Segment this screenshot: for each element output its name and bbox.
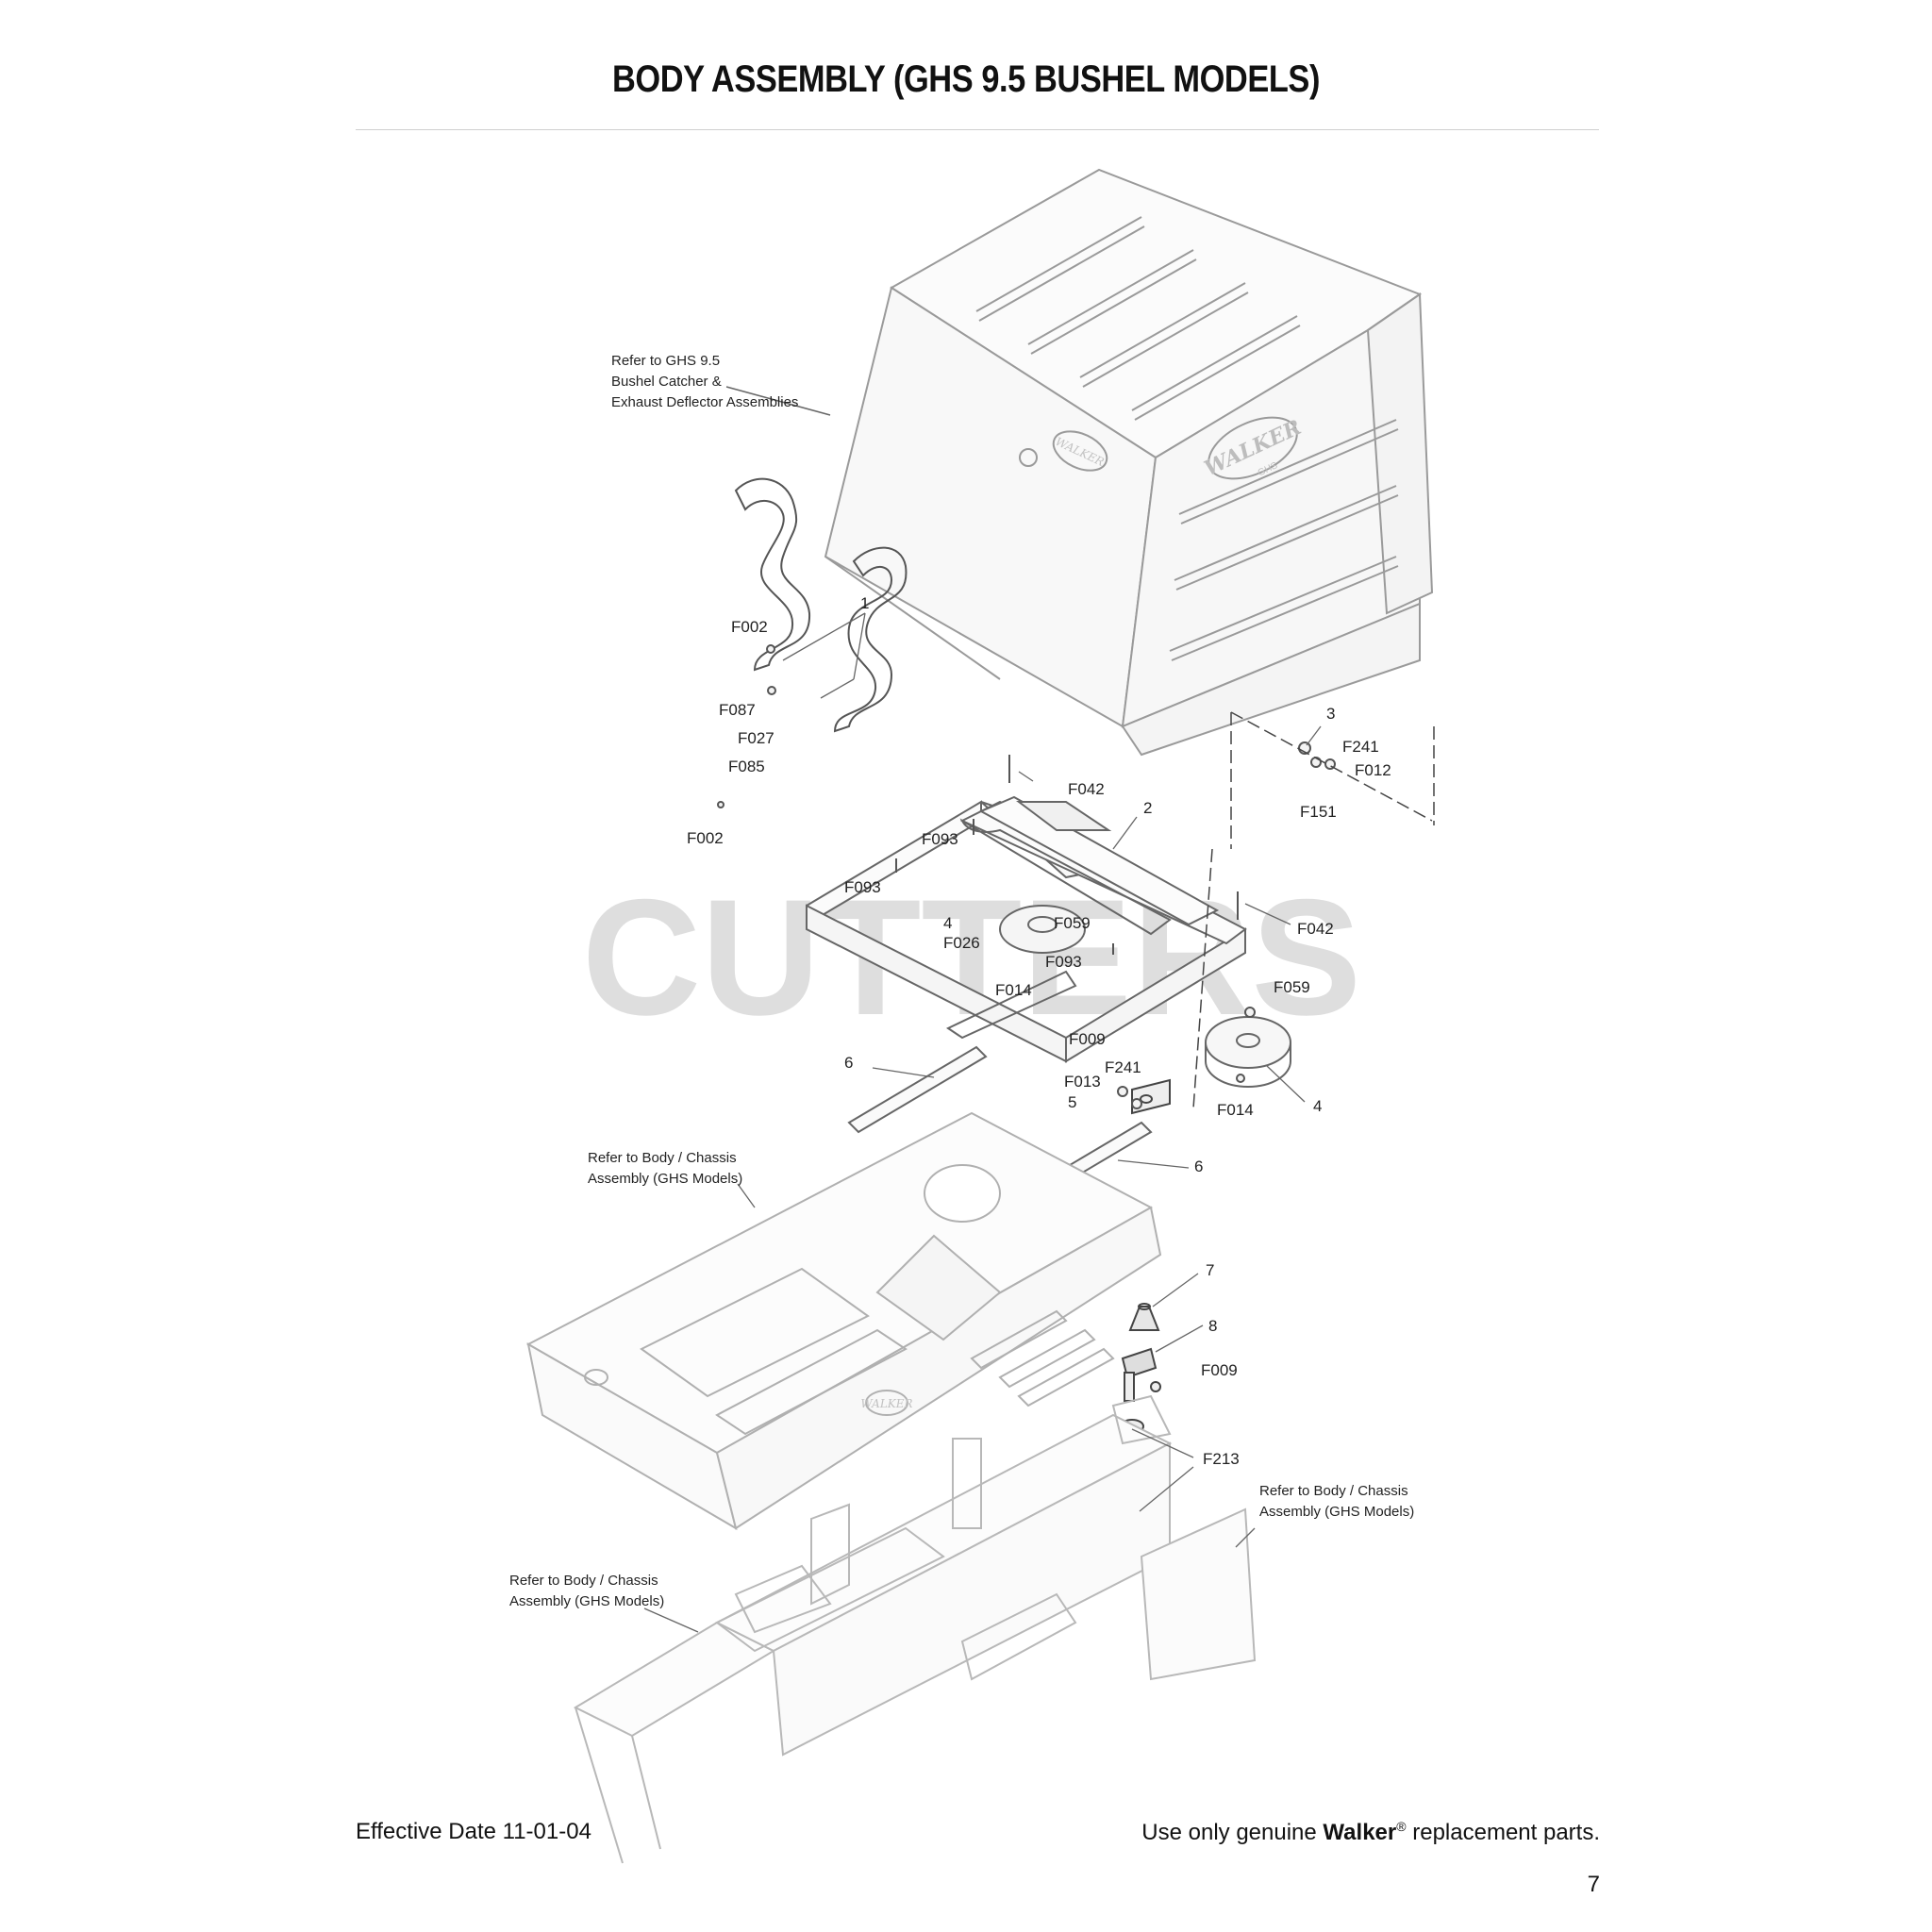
body-logo: WALKER	[860, 1397, 912, 1410]
callout-f059-left: F059	[1054, 914, 1091, 932]
reference-note-catcher: Refer to GHS 9.5 Bushel Catcher & Exhaus…	[611, 353, 798, 410]
ref-catcher-line-3: Exhaust Deflector Assemblies	[611, 394, 798, 410]
body-housing	[525, 1111, 1162, 1531]
callout-2: 2	[1143, 799, 1152, 817]
callout-7: 7	[1206, 1261, 1214, 1279]
callout-f002-bottom: F002	[687, 829, 724, 847]
callout-4-left: 4	[943, 914, 952, 932]
callout-f042-right: F042	[1297, 920, 1334, 938]
ref-body-1-line-1: Refer to Body / Chassis	[588, 1150, 737, 1166]
ref-body-2-line-1: Refer to Body / Chassis	[1259, 1483, 1408, 1499]
callout-f027: F027	[738, 729, 774, 747]
callout-f093-2: F093	[844, 878, 881, 896]
notice-registered-mark: ®	[1396, 1819, 1407, 1834]
genuine-parts-notice: Use only genuine Walker® replacement par…	[1141, 1819, 1600, 1846]
reference-note-body-2: Refer to Body / Chassis Assembly (GHS Mo…	[1259, 1483, 1414, 1520]
callout-f059-right: F059	[1274, 978, 1310, 996]
notice-suffix: replacement parts.	[1406, 1820, 1600, 1845]
callout-8: 8	[1208, 1317, 1217, 1335]
hardware-fasteners	[717, 644, 1336, 1109]
callout-f151: F151	[1300, 803, 1337, 821]
callout-4-right: 4	[1313, 1097, 1322, 1115]
callout-labels: 1 2 3 4 4 5 6 6 7 8 F002 F087 F027 F085 …	[687, 594, 1391, 1468]
callout-f014-left: F014	[995, 981, 1032, 999]
callout-6-right: 6	[1194, 1158, 1203, 1175]
bushel-catcher	[824, 168, 1434, 757]
catcher-leader-lines	[725, 386, 831, 416]
callout-f241-bottom: F241	[1105, 1058, 1141, 1076]
page-number: 7	[1587, 1872, 1600, 1897]
callout-f213: F213	[1203, 1450, 1240, 1468]
callout-f012: F012	[1355, 761, 1391, 779]
callout-f085: F085	[728, 758, 765, 775]
callout-f241-top: F241	[1342, 738, 1379, 756]
callout-f014-right: F014	[1217, 1101, 1254, 1119]
callout-f009-bottom: F009	[1201, 1361, 1238, 1379]
chassis-frame	[573, 1394, 1257, 1864]
ref-catcher-line-2: Bushel Catcher &	[611, 374, 722, 390]
callout-f002-top: F002	[731, 618, 768, 636]
callout-6-left: 6	[844, 1054, 853, 1072]
reference-note-body-1: Refer to Body / Chassis Assembly (GHS Mo…	[588, 1150, 742, 1187]
callout-f013: F013	[1064, 1073, 1101, 1091]
callout-f093-1: F093	[922, 830, 958, 848]
ref-catcher-line-1: Refer to GHS 9.5	[611, 353, 720, 369]
notice-prefix: Use only genuine	[1141, 1820, 1324, 1845]
callout-f009-top: F009	[1069, 1030, 1106, 1048]
page-title: BODY ASSEMBLY (GHS 9.5 BUSHEL MODELS)	[612, 58, 1320, 100]
callout-f087: F087	[719, 701, 756, 719]
catcher-mount-plate	[806, 795, 1247, 1063]
callout-1: 1	[860, 594, 869, 612]
notice-brand: Walker	[1323, 1820, 1397, 1845]
ref-body-2-line-2: Assembly (GHS Models)	[1259, 1504, 1414, 1520]
callout-leaders	[643, 612, 1322, 1633]
catcher-straps	[734, 477, 908, 733]
callout-3: 3	[1326, 705, 1335, 723]
title-divider	[356, 129, 1599, 130]
callout-f093-3: F093	[1045, 953, 1082, 971]
alignment-lines	[1192, 711, 1435, 1109]
callout-f026: F026	[943, 934, 980, 952]
effective-date: Effective Date 11-01-04	[356, 1819, 591, 1844]
ref-body-3-line-2: Assembly (GHS Models)	[509, 1593, 664, 1609]
reference-note-body-3: Refer to Body / Chassis Assembly (GHS Mo…	[509, 1573, 664, 1609]
callout-f042-top: F042	[1068, 780, 1105, 798]
ref-body-3-line-1: Refer to Body / Chassis	[509, 1573, 658, 1589]
callout-5: 5	[1068, 1093, 1076, 1111]
ref-body-1-line-2: Assembly (GHS Models)	[588, 1171, 742, 1187]
